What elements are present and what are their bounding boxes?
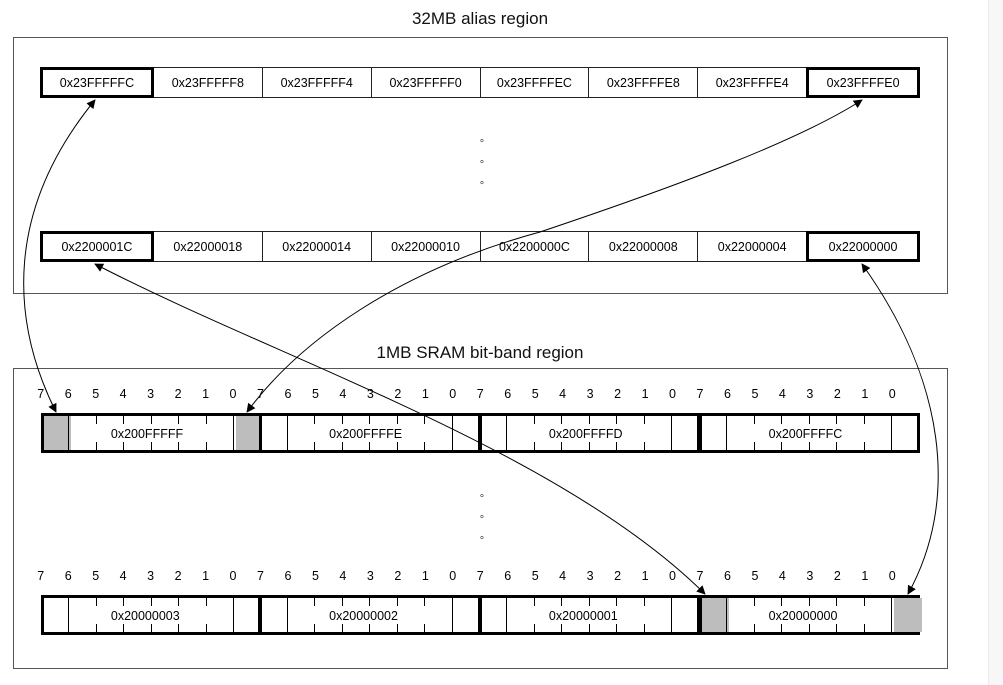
bitband-top-byte-3-tick [836, 416, 838, 424]
bit-number-bottom-byte3-bit3: 4 [778, 569, 786, 583]
arrow-bit-to-alias-23FFFFFC [23, 99, 96, 413]
bit-number-bottom-byte0-bit0: 7 [37, 569, 45, 583]
bitband-bottom-byte-0-tick [205, 624, 207, 632]
bitband-bottom-byte-1-tick [341, 598, 343, 606]
bitband-bottom-byte-0-tick [95, 598, 97, 606]
arrow-bit-to-alias-22000000 [861, 263, 939, 595]
bitband-bottom-byte-2-tick [533, 598, 535, 606]
bitband-bottom-byte-2-tick [588, 598, 590, 606]
bitband-bottom-byte-0-tick [123, 598, 125, 606]
bit-number-bottom-byte3-bit1: 6 [723, 569, 731, 583]
bitband-bottom-byte-1-tick [424, 624, 426, 632]
page-scrollbar[interactable] [988, 0, 1003, 685]
bitband-bottom-byte-2: 0x20000001 [479, 595, 701, 635]
bitband-bottom-byte-1-tick [314, 598, 316, 606]
bitband-bottom-byte-2-divider [506, 598, 508, 632]
bitband-bottom-byte-3: 0x20000000 [698, 595, 922, 635]
bit-number-bottom-byte3-bit4: 3 [806, 569, 814, 583]
bitband-bottom-byte-2-tick [561, 624, 563, 632]
bitband-top-byte-0-bit-7-highlight [44, 416, 72, 450]
bitband-bottom-byte-2-tick [643, 624, 645, 632]
bitband-bottom-byte-3-bit-7-highlight [701, 598, 730, 632]
alias-region-title: 32MB alias region [411, 9, 549, 28]
bitband-top-byte-3-tick [808, 442, 810, 450]
bitband-top-byte-3-tick [808, 416, 810, 424]
bitband-bottom-byte-1-tick [369, 624, 371, 632]
bitband-bottom-byte-1-divider [451, 598, 453, 632]
alias-cell-top-7: 0x23FFFFE0 [806, 67, 920, 98]
bitband-bottom-byte-2-divider [671, 598, 673, 632]
bitband-bottom-byte-3-tick [781, 624, 783, 632]
alias-row-top: 0x23FFFFFC 0x23FFFFF8 0x23FFFFF4 0x23FFF… [40, 67, 920, 98]
bitband-bottom-byte-3-divider [891, 598, 893, 632]
bitband-bottom-byte-1-address: 0x20000002 [327, 609, 400, 623]
bitband-bottom-byte-3-tick [753, 598, 755, 606]
bitband-top-byte-3-address: 0x200FFFFC [766, 427, 845, 441]
bitband-bottom-byte-1-divider [286, 598, 288, 632]
alias-cell-top-3: 0x23FFFFF0 [370, 67, 481, 98]
bitband-bottom-byte-2-address: 0x20000001 [546, 609, 620, 623]
alias-cell-top-0: 0x23FFFFFC [40, 67, 154, 98]
arrow-bit-to-alias-23FFFFE0 [246, 99, 863, 413]
byte-row-bottom: 0x20000003 0x20000002 0x20000001 0x20000000 [41, 595, 922, 635]
bitband-bottom-byte-0: 0x20000003 [41, 595, 261, 635]
bitband-top-byte-3-tick [753, 442, 755, 450]
bitband-bottom-byte-3-tick [808, 624, 810, 632]
bitband-bottom-byte-2-tick [643, 598, 645, 606]
arrow-bit-to-alias-2200001C [94, 263, 706, 595]
bitband-bottom-byte-3-bit-0-highlight [894, 598, 922, 632]
alias-cell-top-6: 0x23FFFFE4 [697, 67, 808, 98]
alias-cell-top-4: 0x23FFFFEC [479, 67, 590, 98]
bitband-bottom-byte-0-tick [150, 598, 152, 606]
bit-number-bottom-byte3-bit2: 5 [751, 569, 759, 583]
bitband-bottom-byte-3-tick [781, 598, 783, 606]
bitband-bottom-byte-0-tick [178, 598, 180, 606]
bitband-bottom-byte-0-tick [123, 624, 125, 632]
bitband-top-byte-3-tick [836, 442, 838, 450]
bitband-bottom-byte-1-tick [424, 598, 426, 606]
bitband-bottom-byte-3-tick [753, 624, 755, 632]
bitband-bottom-byte-3-tick [863, 598, 865, 606]
bitband-bottom-byte-1-tick [396, 598, 398, 606]
bitband-bottom-byte-3-tick [836, 598, 838, 606]
bitband-bottom-byte-0-tick [95, 624, 97, 632]
bitband-bottom-byte-2-tick [588, 624, 590, 632]
bitband-bottom-byte-1-tick [341, 624, 343, 632]
alias-cell-bottom-1: 0x22000018 [152, 231, 263, 262]
bitband-bottom-byte-1-tick [314, 624, 316, 632]
bitband-bottom-byte-3-tick [808, 598, 810, 606]
bitband-bottom-byte-3-divider [726, 598, 728, 632]
alias-cell-bottom-0: 0x2200001C [40, 231, 154, 262]
bitband-top-byte-0-divider [68, 416, 70, 450]
bitband-bottom-byte-1: 0x20000002 [259, 595, 481, 635]
bit-number-bottom-byte3-bit5: 2 [833, 569, 841, 583]
bitband-bottom-byte-3-tick [863, 624, 865, 632]
bit-number-top-byte0-bit0: 7 [37, 387, 45, 401]
bitband-bottom-byte-3-address: 0x20000000 [766, 609, 840, 623]
bitband-bottom-byte-2-tick [561, 598, 563, 606]
alias-cell-top-1: 0x23FFFFF8 [152, 67, 263, 98]
alias-cell-top-2: 0x23FFFFF4 [261, 67, 372, 98]
bitband-bottom-byte-0-divider [233, 598, 235, 632]
bitband-bottom-byte-2-tick [533, 624, 535, 632]
bitband-bottom-byte-2-tick [616, 598, 618, 606]
bitband-top-byte-3-tick [781, 416, 783, 424]
bitband-top-byte-3-tick [753, 416, 755, 424]
alias-cell-top-5: 0x23FFFFE8 [588, 67, 699, 98]
bitband-bottom-byte-0-tick [150, 624, 152, 632]
bitband-bottom-byte-0-tick [178, 624, 180, 632]
bitband-bottom-byte-0-divider [68, 598, 70, 632]
bitband-bottom-byte-3-tick [836, 624, 838, 632]
bitband-bottom-byte-0-tick [205, 598, 207, 606]
bitband-top-byte-3-tick [781, 442, 783, 450]
bitband-bottom-byte-1-tick [369, 598, 371, 606]
bitband-bottom-byte-0-address: 0x20000003 [108, 609, 182, 623]
bit-number-bottom-byte0-bit1: 6 [64, 569, 72, 583]
alias-cell-bottom-7: 0x22000000 [806, 231, 920, 262]
bitband-bottom-byte-2-tick [616, 624, 618, 632]
bitband-bottom-byte-1-tick [396, 624, 398, 632]
bitband-top-byte-3-divider [726, 416, 728, 450]
